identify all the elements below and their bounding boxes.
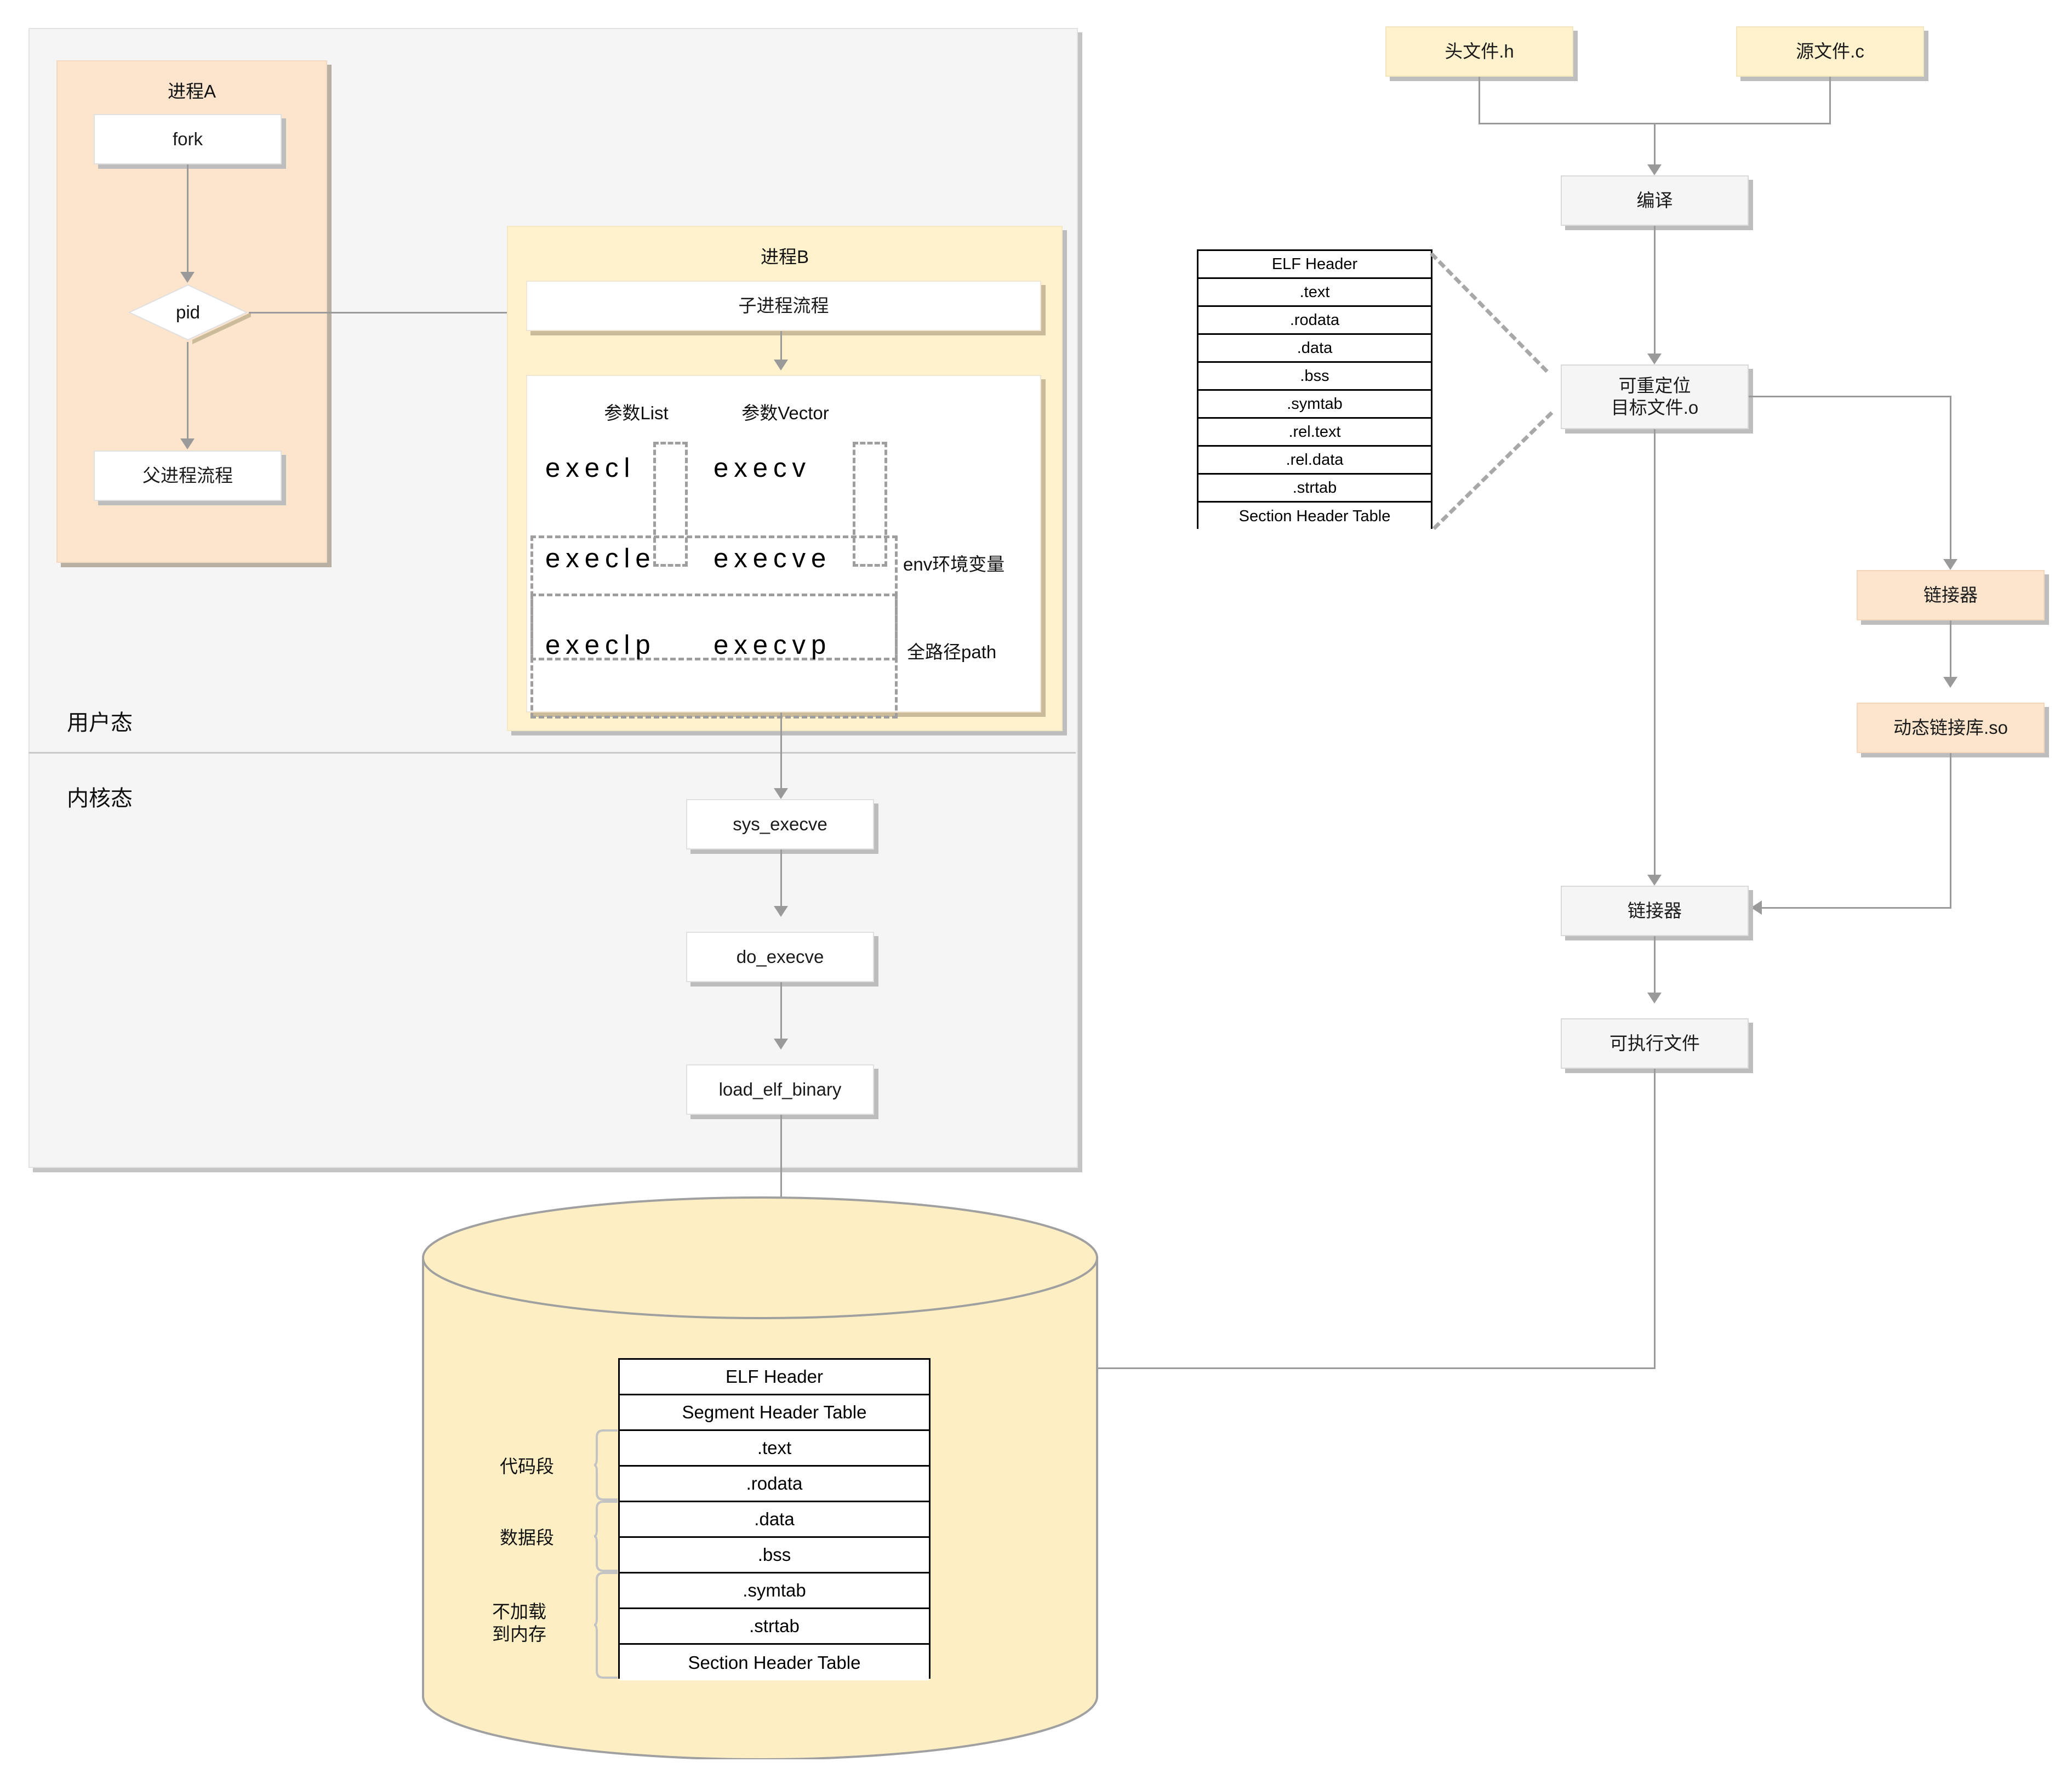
callout-line-top [1430,252,1549,373]
arrow-childflow-to-exec [774,360,788,370]
table-row: Segment Header Table [620,1395,929,1431]
linker-node[interactable]: 链接器 [1561,886,1749,936]
brace-label-code-segment: 代码段 [500,1456,554,1476]
table-row: ELF Header [620,1360,929,1395]
linker-dynamic-node[interactable]: 链接器 [1857,570,2045,620]
table-row: .symtab [1198,391,1431,419]
exec-word-execv: execv [714,453,812,483]
lane-label-user-mode: 用户态 [67,711,133,735]
exec-note-env: env环境变量 [903,554,1005,574]
parent-flow-node[interactable]: 父进程流程 [94,451,282,501]
source-file-node[interactable]: 源文件.c [1736,26,1924,77]
sys-execve-node[interactable]: sys_execve [686,799,874,850]
connector-right-down-to-linkerdyn [1950,396,1951,563]
table-row: .data [1198,335,1431,363]
dashbox-list-l [653,442,688,567]
arrow-linkerdyn-to-so [1943,677,1957,688]
arrow-compile-to-relocatable [1647,354,1662,364]
header-file-node[interactable]: 头文件.h [1385,26,1573,77]
arrow-fork-to-pid [180,272,195,283]
brace-data-segment [593,1501,619,1572]
pid-decision[interactable]: pid [127,283,251,344]
exec-col-header-vector: 参数Vector [741,403,829,423]
child-flow-node[interactable]: 子进程流程 [526,281,1041,331]
exec-word-execlp: execlp [545,630,656,660]
table-row: .rel.data [1198,447,1431,475]
table-row: .text [1198,279,1431,307]
arrow-sysexecve-to-doexecve [774,906,788,917]
dashbox-path-row [530,594,898,719]
connector-exec-to-sysexecve [780,712,782,792]
fork-node[interactable]: fork [94,114,282,164]
connector-pid-to-process-b [249,312,513,313]
process-b-title: 进程B [760,247,809,267]
lane-divider [28,752,1076,754]
brace-label-data-segment: 数据段 [500,1527,554,1548]
exec-panel [526,375,1041,712]
exec-word-execle: execle [545,544,656,573]
connector-pid-to-parent [187,342,189,441]
load-elf-binary-node[interactable]: load_elf_binary [686,1064,874,1115]
connector-linker-to-executable [1654,936,1656,996]
brace-label-not-loaded: 不加载 到内存 [492,1601,546,1645]
table-row: Section Header Table [1198,503,1431,531]
arrow-doexecve-to-loadelf [774,1039,788,1050]
object-file-table: ELF Header .text .rodata .data .bss .sym… [1197,249,1432,531]
memory-image-table: ELF Header Segment Header Table .text .r… [618,1358,931,1680]
table-row: .rodata [620,1467,929,1502]
connector-relocatable-right [1749,396,1951,397]
table-row: .bss [620,1538,929,1574]
arrow-relocatable-to-linker [1647,875,1662,886]
connector-relocatable-to-linker [1654,429,1656,879]
table-row: .text [620,1431,929,1467]
do-execve-node[interactable]: do_execve [686,932,874,982]
table-row: Section Header Table [620,1645,929,1680]
executable-node[interactable]: 可执行文件 [1561,1018,1749,1069]
compile-node[interactable]: 编译 [1561,175,1749,226]
exec-word-execvp: execvp [714,630,832,660]
exec-word-execve: execve [714,544,832,573]
connector-so-down [1950,753,1951,908]
exec-word-execl: execl [545,453,636,483]
connector-executable-to-memory [954,1367,1656,1369]
table-row: .symtab [620,1574,929,1609]
brace-code-segment [593,1429,619,1501]
arrow-to-linker-dyn [1943,559,1957,570]
table-row: .bss [1198,363,1431,391]
arrow-merge-to-compile [1647,164,1662,175]
connector-source-down [1829,77,1831,123]
arrow-so-to-linker [1751,900,1762,915]
callout-line-bottom [1432,411,1554,530]
process-a-title: 进程A [167,81,216,101]
table-row: ELF Header [1198,251,1431,279]
arrow-linker-to-executable [1647,993,1662,1004]
connector-header-down [1479,77,1480,123]
pid-label: pid [175,302,201,322]
exec-note-path: 全路径path [907,642,997,662]
connector-so-to-linker [1762,907,1951,909]
connector-executable-down [1654,1069,1656,1369]
relocatable-object-node[interactable]: 可重定位 目标文件.o [1561,364,1749,429]
connector-fork-to-pid [187,164,189,274]
dashbox-vector-v [853,442,887,567]
table-row: .data [620,1502,929,1538]
connector-childflow-to-exec [780,331,782,364]
brace-not-loaded [593,1572,619,1679]
connector-doexecve-to-loadelf [780,982,782,1042]
connector-linkerdyn-to-so [1950,620,1951,681]
arrow-pid-to-parent [180,438,195,449]
lane-label-kernel-mode: 内核态 [67,786,133,811]
connector-compile-to-relocatable [1654,226,1656,357]
connector-sysexecve-to-doexecve [780,850,782,910]
shared-library-node[interactable]: 动态链接库.so [1857,703,2045,753]
table-row: .strtab [1198,475,1431,503]
table-row: .rel.text [1198,419,1431,447]
connector-merge-to-compile [1654,123,1656,167]
table-row: .rodata [1198,307,1431,335]
arrow-exec-to-sysexecve [774,788,788,799]
exec-col-header-list: 参数List [604,403,669,423]
table-row: .strtab [620,1609,929,1645]
